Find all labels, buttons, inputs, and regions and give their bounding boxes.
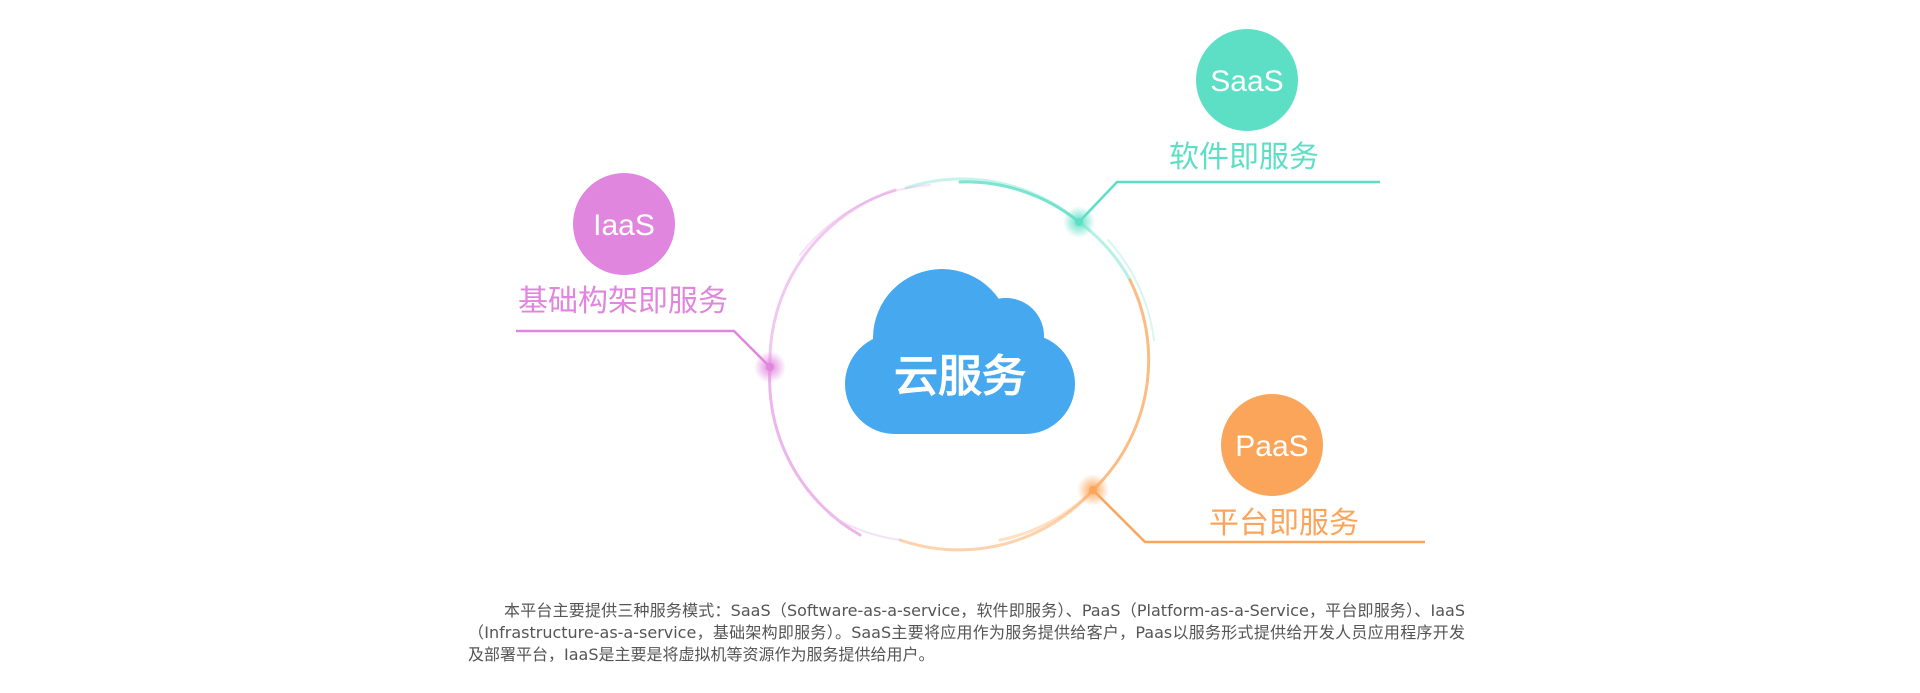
paas-node: PaaS 平台即服务 bbox=[1209, 394, 1359, 541]
saas-node: SaaS 软件即服务 bbox=[1169, 29, 1319, 175]
iaas-badge-label: IaaS bbox=[593, 209, 655, 242]
saas-glow-dot bbox=[1063, 206, 1095, 238]
iaas-caption: 基础构架即服务 bbox=[518, 284, 728, 319]
cloud-icon bbox=[845, 269, 1075, 434]
paas-caption: 平台即服务 bbox=[1209, 506, 1359, 541]
paas-connector-line bbox=[1092, 489, 1425, 544]
center-label: 云服务 bbox=[894, 351, 1026, 402]
cloud-service-diagram: 云服务 SaaS 软件即服务 IaaS 基础构架即服务 PaaS 平台即服务 bbox=[516, 29, 1425, 552]
description-paragraph: 本平台主要提供三种服务模式：SaaS（Software-as-a-service… bbox=[468, 601, 1465, 664]
paas-glow-dot bbox=[1077, 474, 1109, 506]
paas-badge-circle bbox=[1221, 394, 1323, 496]
iaas-node: IaaS 基础构架即服务 bbox=[518, 173, 728, 319]
saas-badge-label: SaaS bbox=[1210, 65, 1283, 98]
iaas-glow-dot bbox=[754, 351, 786, 383]
iaas-badge-circle bbox=[573, 173, 675, 275]
orbit-ring bbox=[768, 177, 1155, 552]
saas-caption: 软件即服务 bbox=[1169, 140, 1319, 175]
paas-badge-label: PaaS bbox=[1235, 430, 1308, 463]
saas-badge-circle bbox=[1196, 29, 1298, 131]
iaas-connector-line bbox=[516, 329, 771, 368]
saas-connector-line bbox=[1078, 180, 1380, 223]
